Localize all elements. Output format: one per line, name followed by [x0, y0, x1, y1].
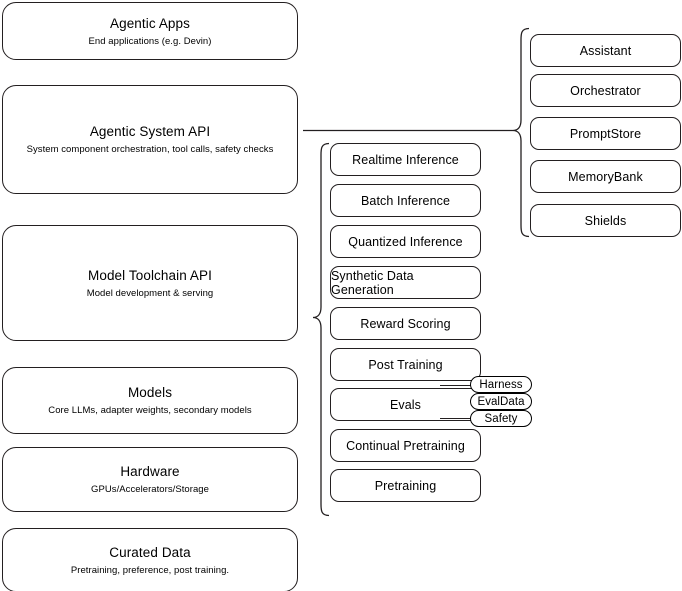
layer-model-toolchain-api[interactable]: Model Toolchain API Model development & …: [2, 225, 298, 341]
system-component-label: Shields: [584, 213, 627, 228]
toolchain-item-pretraining[interactable]: Pretraining: [330, 469, 481, 502]
system-component-shields[interactable]: Shields: [530, 204, 681, 237]
toolchain-item-synthetic-data-generation[interactable]: Synthetic Data Generation: [330, 266, 481, 299]
system-component-label: PromptStore: [569, 126, 642, 141]
harness-connector-line: [440, 385, 482, 386]
evals-badge-safety[interactable]: Safety: [470, 410, 532, 427]
layer-hardware[interactable]: Hardware GPUs/Accelerators/Storage: [2, 447, 298, 512]
system-component-label: Assistant: [579, 43, 632, 58]
toolchain-item-label: Continual Pretraining: [346, 438, 465, 453]
system-components-bracket: [512, 27, 530, 238]
toolchain-item-label: Evals: [389, 397, 422, 412]
toolchain-item-label: Quantized Inference: [348, 234, 463, 249]
evals-badge-harness[interactable]: Harness: [470, 376, 532, 393]
safety-connector-line: [440, 418, 482, 419]
layer-agentic-apps[interactable]: Agentic Apps End applications (e.g. Devi…: [2, 2, 298, 60]
layer-agentic-system-api[interactable]: Agentic System API System component orch…: [2, 85, 298, 194]
toolchain-item-batch-inference[interactable]: Batch Inference: [330, 184, 481, 217]
system-component-label: Orchestrator: [570, 83, 641, 98]
toolchain-item-label: Synthetic Data Generation: [331, 268, 414, 297]
layer-subtitle: System component orchestration, tool cal…: [26, 144, 274, 155]
toolchain-item-label: Pretraining: [374, 478, 437, 493]
toolchain-item-label: Batch Inference: [360, 193, 451, 208]
system-component-label: MemoryBank: [568, 169, 643, 184]
toolchain-item-label: Realtime Inference: [352, 152, 459, 167]
toolchain-item-reward-scoring[interactable]: Reward Scoring: [330, 307, 481, 340]
layer-title: Agentic Apps: [109, 15, 190, 31]
system-component-orchestrator[interactable]: Orchestrator: [530, 74, 681, 107]
layer-models[interactable]: Models Core LLMs, adapter weights, secon…: [2, 367, 298, 434]
toolchain-item-label: Post Training: [368, 357, 443, 372]
toolchain-item-label: Reward Scoring: [360, 316, 451, 331]
layer-curated-data[interactable]: Curated Data Pretraining, preference, po…: [2, 528, 298, 591]
layer-title: Model Toolchain API: [88, 267, 212, 283]
layer-title: Hardware: [120, 464, 180, 479]
evals-badge-label: Harness: [479, 378, 523, 391]
layer-subtitle: GPUs/Accelerators/Storage: [91, 484, 209, 495]
layer-subtitle: End applications (e.g. Devin): [88, 35, 212, 47]
layer-subtitle: Model development & serving: [86, 287, 214, 299]
evals-badge-label: Safety: [484, 412, 518, 425]
toolchain-item-evals[interactable]: Evals: [330, 388, 481, 421]
evals-badge-label: EvalData: [477, 395, 525, 408]
layer-title: Curated Data: [109, 544, 191, 560]
system-component-assistant[interactable]: Assistant: [530, 34, 681, 67]
toolchain-item-realtime-inference[interactable]: Realtime Inference: [330, 143, 481, 176]
layer-subtitle: Core LLMs, adapter weights, secondary mo…: [48, 405, 252, 416]
layer-subtitle: Pretraining, preference, post training.: [70, 564, 230, 576]
toolchain-item-post-training[interactable]: Post Training: [330, 348, 481, 381]
layer-title: Models: [127, 385, 173, 400]
toolchain-item-continual-pretraining[interactable]: Continual Pretraining: [330, 429, 481, 462]
toolchain-capabilities-bracket: [312, 142, 330, 517]
layer-title: Agentic System API: [89, 124, 211, 139]
toolchain-item-quantized-inference[interactable]: Quantized Inference: [330, 225, 481, 258]
system-component-memorybank[interactable]: MemoryBank: [530, 160, 681, 193]
evals-badge-evaldata[interactable]: EvalData: [470, 393, 532, 410]
system-component-promptstore[interactable]: PromptStore: [530, 117, 681, 150]
